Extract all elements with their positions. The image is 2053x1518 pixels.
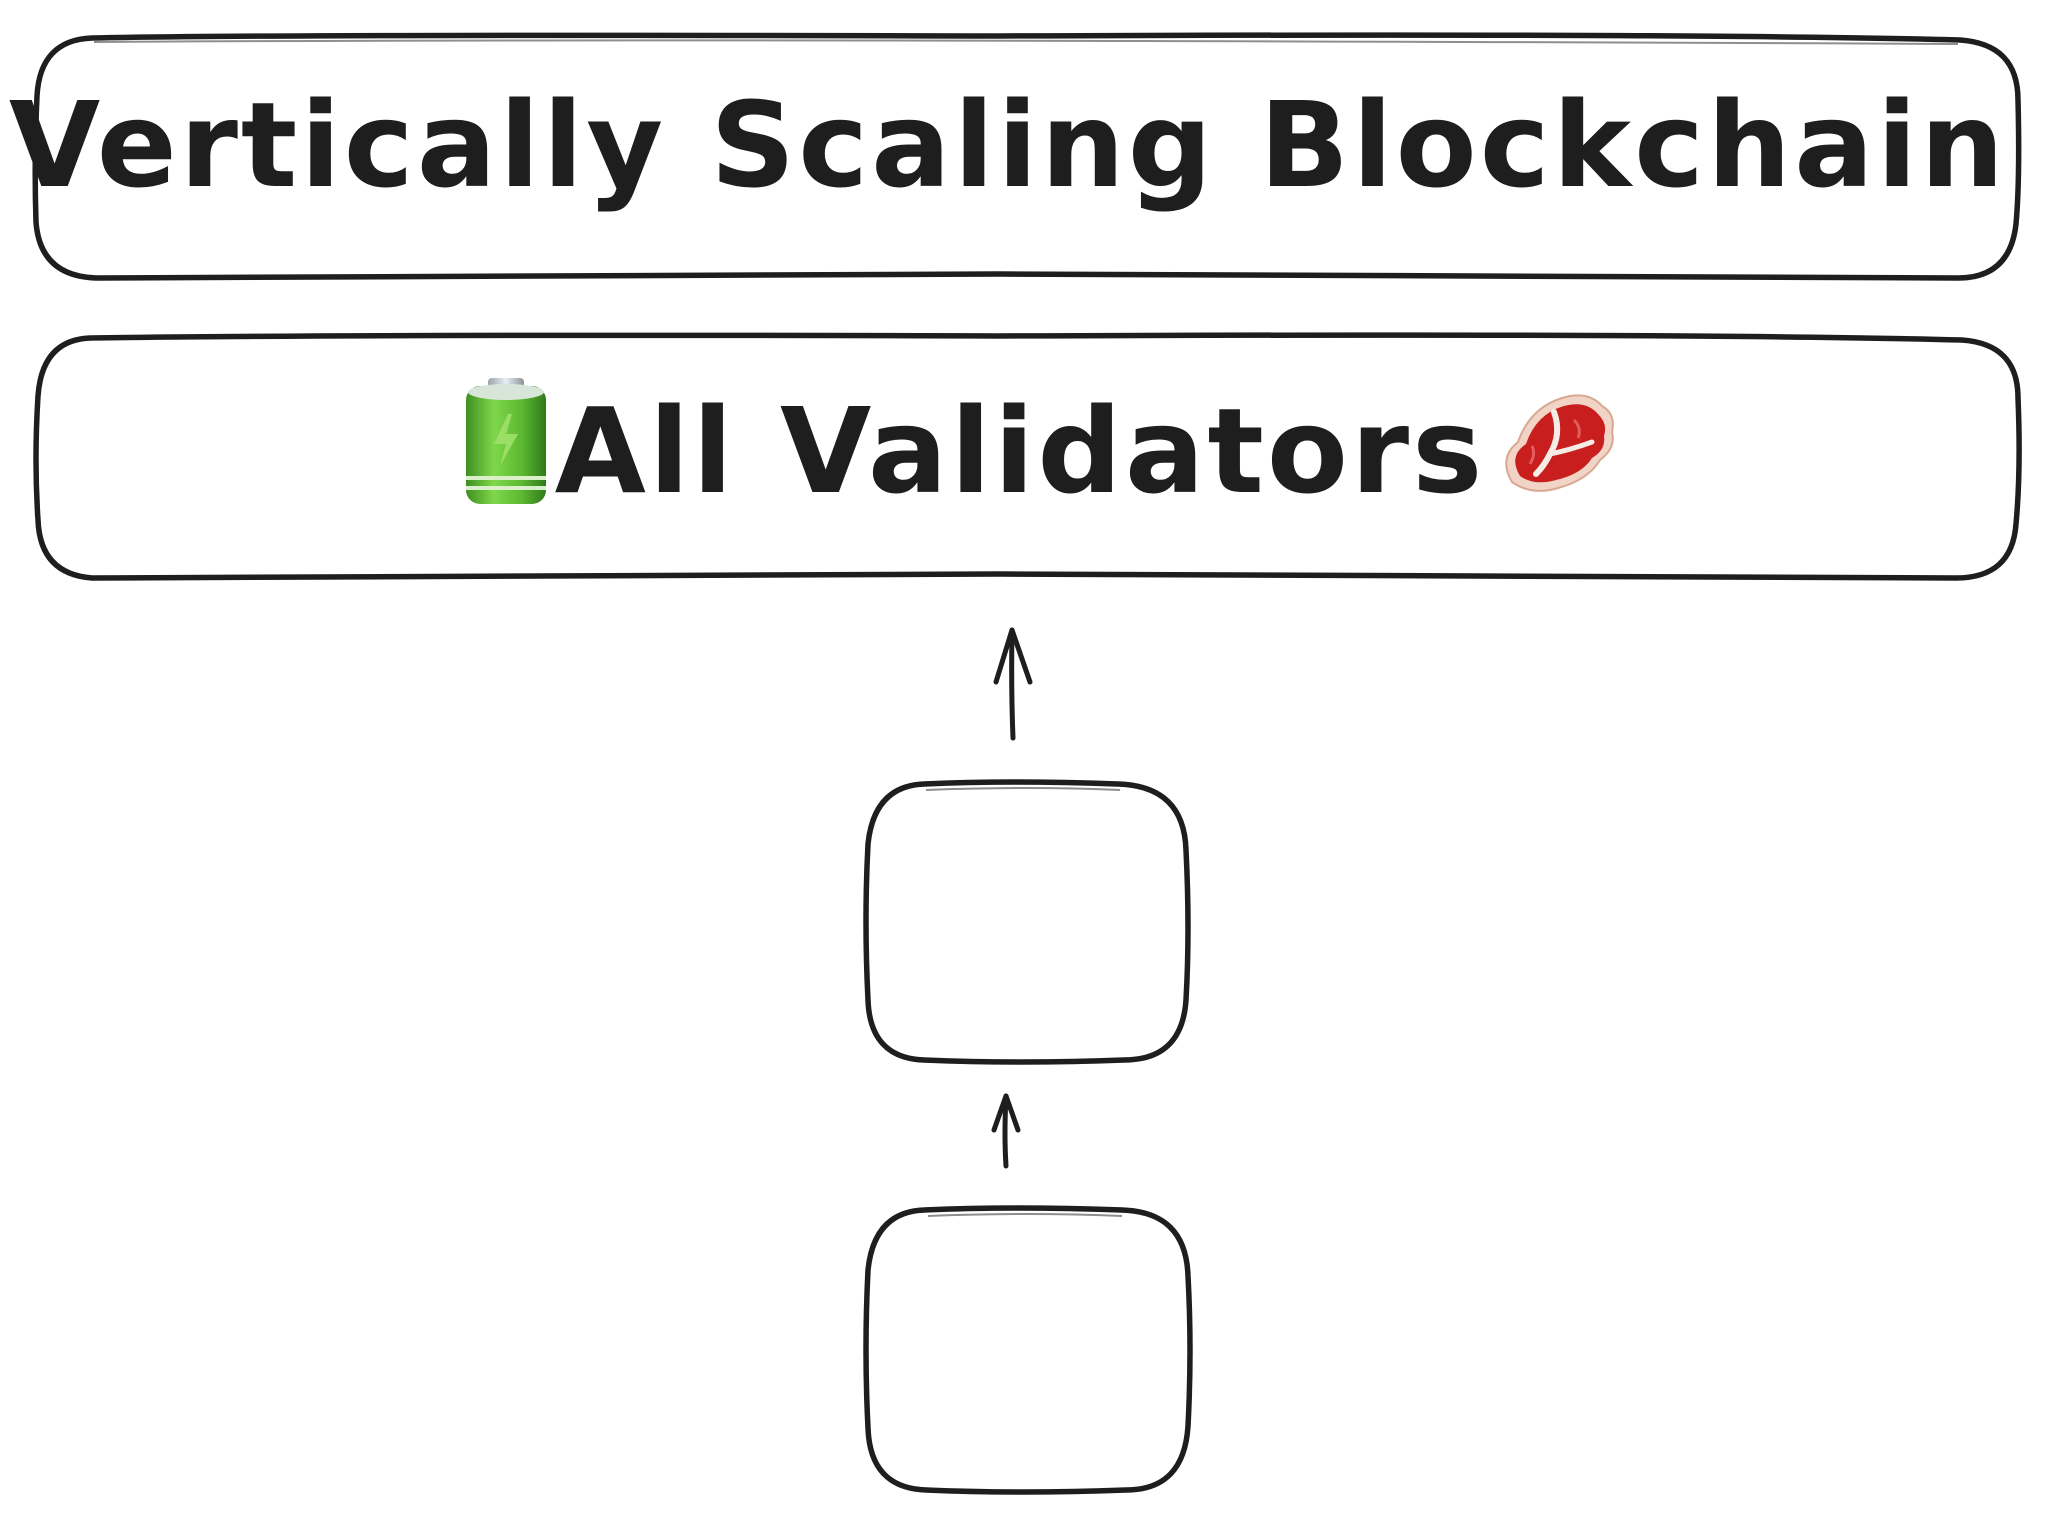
- steak-icon: [1505, 394, 1614, 492]
- upper-arrow: [993, 627, 1033, 741]
- battery-icon: [466, 378, 546, 504]
- validators-text: All Validators: [555, 382, 1486, 520]
- lower-arrow: [991, 1093, 1021, 1169]
- bottom-node: [863, 1205, 1193, 1495]
- middle-node: [863, 779, 1191, 1065]
- title-text: Vertically Scaling Blockchain: [9, 76, 2007, 214]
- title-box: Vertically Scaling Blockchain: [9, 32, 2022, 281]
- validators-box: All Validators: [33, 332, 2022, 581]
